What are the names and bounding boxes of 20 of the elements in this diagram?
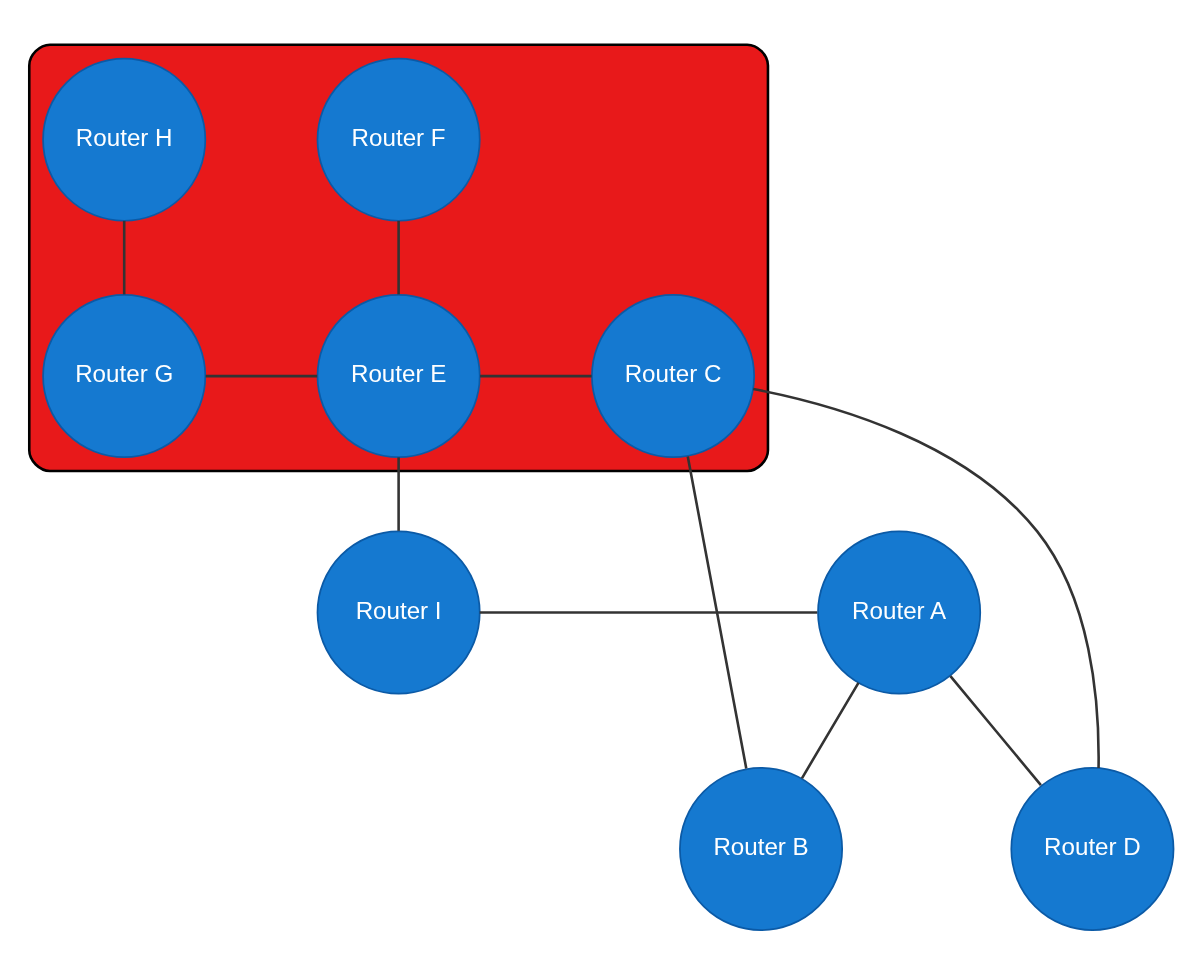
- connector: [397, 456, 400, 531]
- connector: [752, 387, 1100, 768]
- node-circle: Router F: [316, 57, 481, 222]
- node-circle: Router H: [42, 57, 207, 222]
- node-circle: Router G: [42, 293, 207, 458]
- connector: [949, 674, 1042, 786]
- node-circle: Router I: [316, 530, 481, 694]
- node-circle: Router A: [817, 530, 982, 694]
- node-circle: Router E: [316, 293, 481, 458]
- connector: [205, 374, 318, 377]
- connector: [122, 220, 126, 294]
- cluster: [27, 42, 770, 472]
- connector: [800, 681, 860, 779]
- node-circle: Router D: [1010, 766, 1175, 931]
- connector: [480, 374, 592, 377]
- connector: [686, 455, 748, 769]
- node-circle: Router C: [591, 293, 755, 458]
- connector: [479, 610, 818, 614]
- node-circle: Router B: [679, 766, 844, 931]
- connector: [397, 220, 400, 294]
